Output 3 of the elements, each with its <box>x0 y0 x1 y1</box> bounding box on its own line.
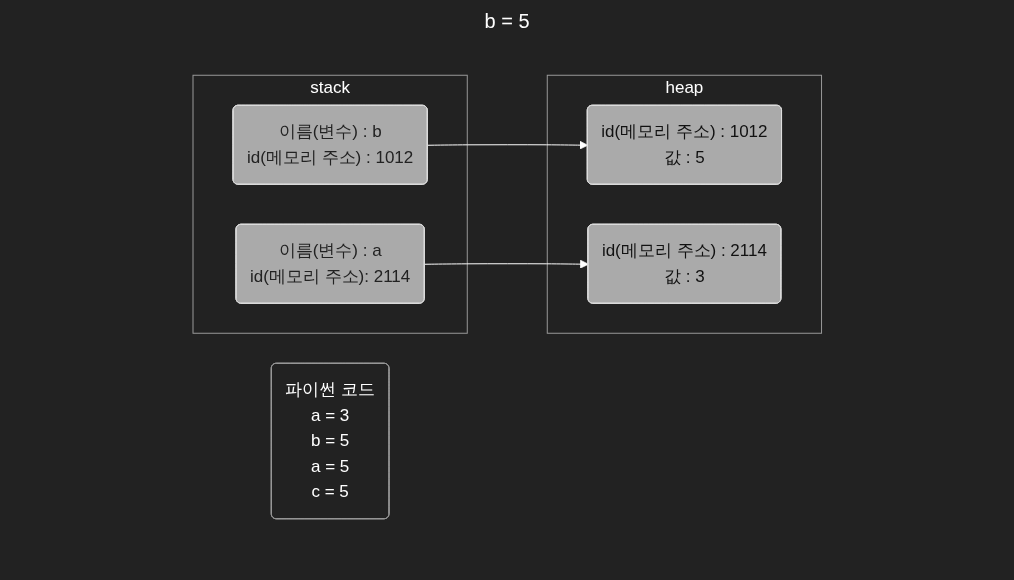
arrow <box>424 259 589 269</box>
diagram-title: b = 5 <box>483 9 531 34</box>
arrow <box>427 140 588 150</box>
